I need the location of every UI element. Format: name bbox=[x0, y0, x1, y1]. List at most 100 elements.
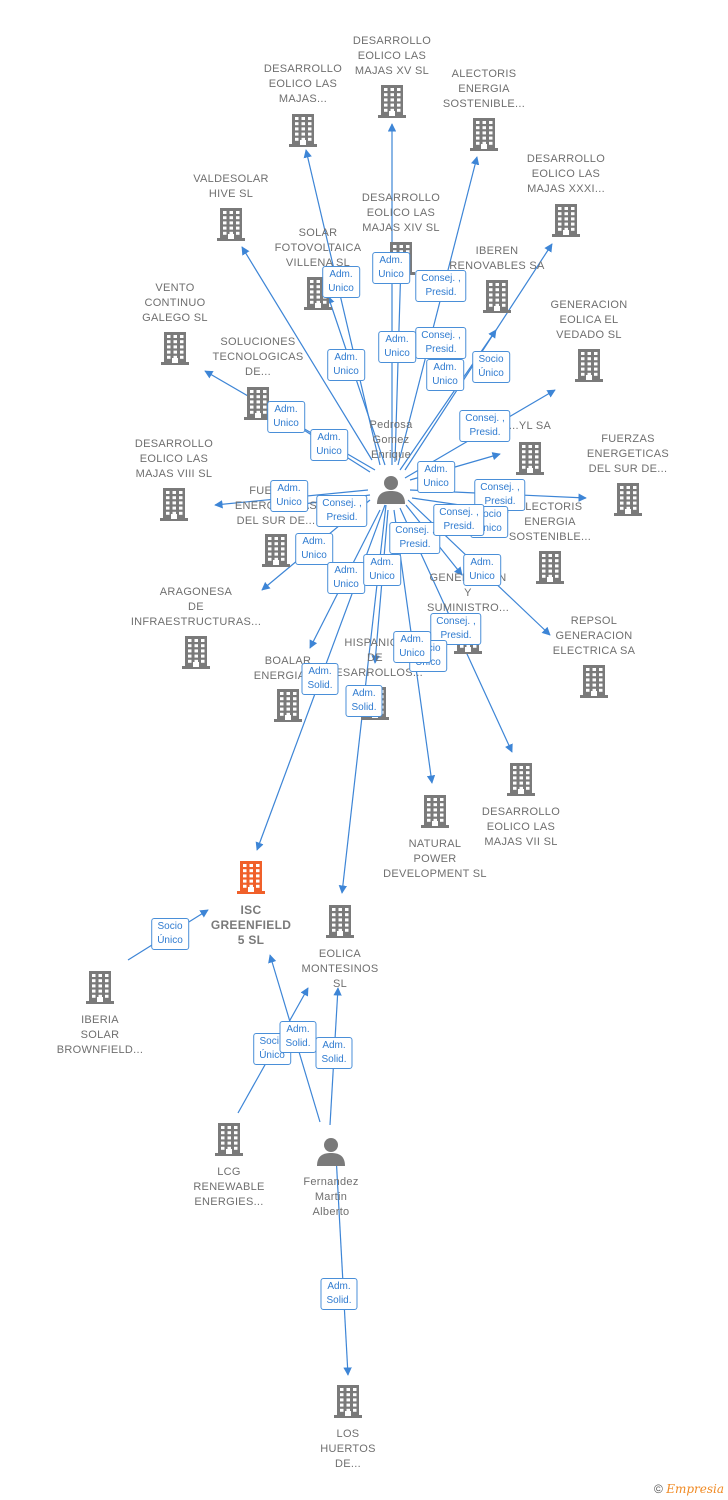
relation-badge[interactable]: Adm. Solid. bbox=[315, 1037, 353, 1069]
relation-badge[interactable]: Adm. Unico bbox=[310, 429, 348, 461]
company-node-vento[interactable]: VENTO CONTINUO GALEGO SL bbox=[100, 281, 250, 365]
company-node-montesinos[interactable]: EOLICA MONTESINOS SL bbox=[265, 904, 415, 992]
node-label: VALDESOLAR HIVE SL bbox=[193, 173, 269, 200]
relation-badge[interactable]: Adm. Unico bbox=[417, 461, 455, 493]
company-node-isc[interactable]: ISC GREENFIELD 5 SL bbox=[176, 860, 326, 948]
person-node-pedrosa[interactable]: Pedrosa Gomez Enrique bbox=[316, 418, 466, 504]
company-node-majas_vii[interactable]: DESARROLLO EOLICO LAS MAJAS VII SL bbox=[446, 762, 596, 850]
node-label: SOLAR FOTOVOLTAICA VILLENA SL bbox=[274, 227, 362, 269]
building-icon bbox=[262, 533, 290, 572]
person-node-fernandez[interactable]: Fernandez Martin Alberto bbox=[256, 1136, 406, 1220]
company-node-valdesolar[interactable]: VALDESOLAR HIVE SL bbox=[156, 172, 306, 241]
company-node-vedado[interactable]: GENERACION EOLICA EL VEDADO SL bbox=[514, 298, 664, 382]
building-icon bbox=[182, 635, 210, 674]
relation-badge[interactable]: Adm. Unico bbox=[378, 331, 416, 363]
node-label: DESARROLLO EOLICO LAS MAJAS VII SL bbox=[481, 806, 561, 848]
relation-badge[interactable]: Adm. Unico bbox=[426, 359, 464, 391]
company-node-lcg[interactable]: LCG RENEWABLE ENERGIES... bbox=[154, 1122, 304, 1210]
relation-badge[interactable]: Consej. , Presid. bbox=[316, 495, 368, 527]
relation-badge[interactable]: Adm. Unico bbox=[295, 533, 333, 565]
node-label: VENTO CONTINUO GALEGO SL bbox=[142, 282, 208, 324]
company-node-majas_xv[interactable]: DESARROLLO EOLICO LAS MAJAS XV SL bbox=[317, 34, 467, 118]
person-icon bbox=[256, 1136, 406, 1171]
building-icon bbox=[160, 487, 188, 526]
relation-badge[interactable]: Adm. Unico bbox=[327, 562, 365, 594]
relation-badge[interactable]: Socio Único bbox=[472, 351, 510, 383]
relation-badge[interactable]: Adm. Solid. bbox=[301, 663, 339, 695]
company-node-alectoris1[interactable]: ALECTORIS ENERGIA SOSTENIBLE... bbox=[409, 67, 559, 151]
building-icon bbox=[483, 279, 511, 318]
relation-badge[interactable]: Consej. , Presid. bbox=[415, 327, 467, 359]
company-node-boalar[interactable]: BOALAR ENERGIA SL bbox=[213, 654, 363, 722]
building-icon bbox=[25, 970, 175, 1009]
person-icon bbox=[376, 474, 406, 509]
relation-badge[interactable]: Adm. Solid. bbox=[345, 685, 383, 717]
relation-badge[interactable]: Adm. Unico bbox=[267, 401, 305, 433]
node-label: SOLUCIONES TECNOLOGICAS DE... bbox=[212, 336, 304, 378]
footer-credit: © Empresia bbox=[654, 1482, 724, 1496]
building-icon bbox=[470, 117, 498, 156]
relation-edge-2 bbox=[397, 156, 480, 466]
relation-badge[interactable]: Adm. Unico bbox=[372, 252, 410, 284]
relation-badge[interactable]: Socio Único bbox=[151, 918, 189, 950]
relation-badge[interactable]: Consej. , Presid. bbox=[433, 504, 485, 536]
building-icon bbox=[154, 1122, 304, 1161]
node-label: FUERZAS ENERGETICAS DEL SUR DE... bbox=[586, 433, 670, 475]
node-label: DESARROLLO EOLICO LAS MAJAS XIV SL bbox=[361, 192, 441, 234]
node-label: ALECTORIS ENERGIA SOSTENIBLE... bbox=[442, 68, 526, 110]
relation-badge[interactable]: Adm. Unico bbox=[322, 266, 360, 298]
company-node-majas_xxxi[interactable]: DESARROLLO EOLICO LAS MAJAS XXXI... bbox=[491, 152, 641, 237]
node-label: ARAGONESA DE INFRAESTRUCTURAS... bbox=[130, 586, 262, 628]
node-label: DESARROLLO EOLICO LAS MAJAS XXXI... bbox=[526, 153, 606, 195]
node-label: LCG RENEWABLE ENERGIES... bbox=[193, 1166, 265, 1208]
company-node-yl[interactable]: ...YL SA bbox=[455, 419, 605, 475]
building-icon bbox=[217, 207, 245, 246]
building-icon bbox=[289, 113, 317, 152]
relation-badge[interactable]: Adm. Unico bbox=[393, 631, 431, 663]
relation-badge[interactable]: Consej. , Presid. bbox=[389, 522, 441, 554]
company-node-iberia[interactable]: IBERIA SOLAR BROWNFIELD... bbox=[25, 970, 175, 1058]
building-icon bbox=[552, 203, 580, 242]
relation-badge[interactable]: Adm. Unico bbox=[327, 349, 365, 381]
node-label: HISPANICA DE DESARROLLOS... bbox=[327, 637, 423, 679]
relation-badge[interactable]: Adm. Unico bbox=[363, 554, 401, 586]
node-label: Pedrosa Gomez Enrique bbox=[369, 419, 413, 461]
node-label: REPSOL GENERACION ELECTRICA SA bbox=[552, 615, 636, 657]
node-label: DESARROLLO EOLICO LAS MAJAS... bbox=[263, 63, 343, 105]
node-label: EOLICA MONTESINOS SL bbox=[301, 948, 379, 990]
empresia-logo[interactable]: Empresia bbox=[666, 1482, 724, 1496]
relation-badge[interactable]: Adm. Unico bbox=[270, 480, 308, 512]
building-icon bbox=[614, 482, 642, 521]
relation-edge-4 bbox=[241, 246, 373, 461]
company-node-alectoris2[interactable]: ALECTORIS ENERGIA SOSTENIBLE... bbox=[475, 500, 625, 584]
building-icon bbox=[575, 348, 603, 387]
relation-badge[interactable]: Adm. Solid. bbox=[279, 1021, 317, 1053]
company-node-aragonesa[interactable]: ARAGONESA DE INFRAESTRUCTURAS... bbox=[121, 585, 271, 669]
company-node-villena[interactable]: SOLAR FOTOVOLTAICA VILLENA SL bbox=[243, 226, 393, 310]
company-node-majas_x[interactable]: DESARROLLO EOLICO LAS MAJAS... bbox=[228, 62, 378, 147]
node-label: DESARROLLO EOLICO LAS MAJAS VIII SL bbox=[134, 438, 214, 480]
building-icon bbox=[176, 860, 326, 899]
relation-badge[interactable]: Consej. , Presid. bbox=[459, 410, 511, 442]
company-node-majas_viii[interactable]: DESARROLLO EOLICO LAS MAJAS VIII SL bbox=[99, 437, 249, 521]
node-label: ALECTORIS ENERGIA SOSTENIBLE... bbox=[508, 501, 592, 543]
node-label: ISC GREENFIELD 5 SL bbox=[210, 903, 292, 947]
relation-badge[interactable]: Adm. Solid. bbox=[320, 1278, 358, 1310]
company-node-fuerzas1[interactable]: FUERZAS ENERGETICAS DEL SUR DE... bbox=[553, 432, 703, 516]
building-icon bbox=[360, 794, 510, 833]
relation-badge[interactable]: Consej. , Presid. bbox=[430, 613, 482, 645]
company-node-repsol[interactable]: REPSOL GENERACION ELECTRICA SA bbox=[519, 614, 669, 698]
building-icon bbox=[265, 904, 415, 943]
copyright-symbol: © bbox=[654, 1482, 663, 1496]
relation-badge[interactable]: Adm. Unico bbox=[463, 554, 501, 586]
node-label: DESARROLLO EOLICO LAS MAJAS XV SL bbox=[352, 35, 432, 77]
building-icon bbox=[161, 331, 189, 370]
relation-badge[interactable]: Consej. , Presid. bbox=[415, 270, 467, 302]
company-node-iberen[interactable]: IBEREN RENOVABLES SA bbox=[422, 244, 572, 313]
node-label: ...YL SA bbox=[508, 420, 552, 432]
company-node-natural[interactable]: NATURAL POWER DEVELOPMENT SL bbox=[360, 794, 510, 882]
company-node-soluciones[interactable]: SOLUCIONES TECNOLOGICAS DE... bbox=[183, 335, 333, 420]
building-icon bbox=[516, 441, 544, 480]
company-node-huertos[interactable]: LOS HUERTOS DE... bbox=[273, 1384, 423, 1472]
